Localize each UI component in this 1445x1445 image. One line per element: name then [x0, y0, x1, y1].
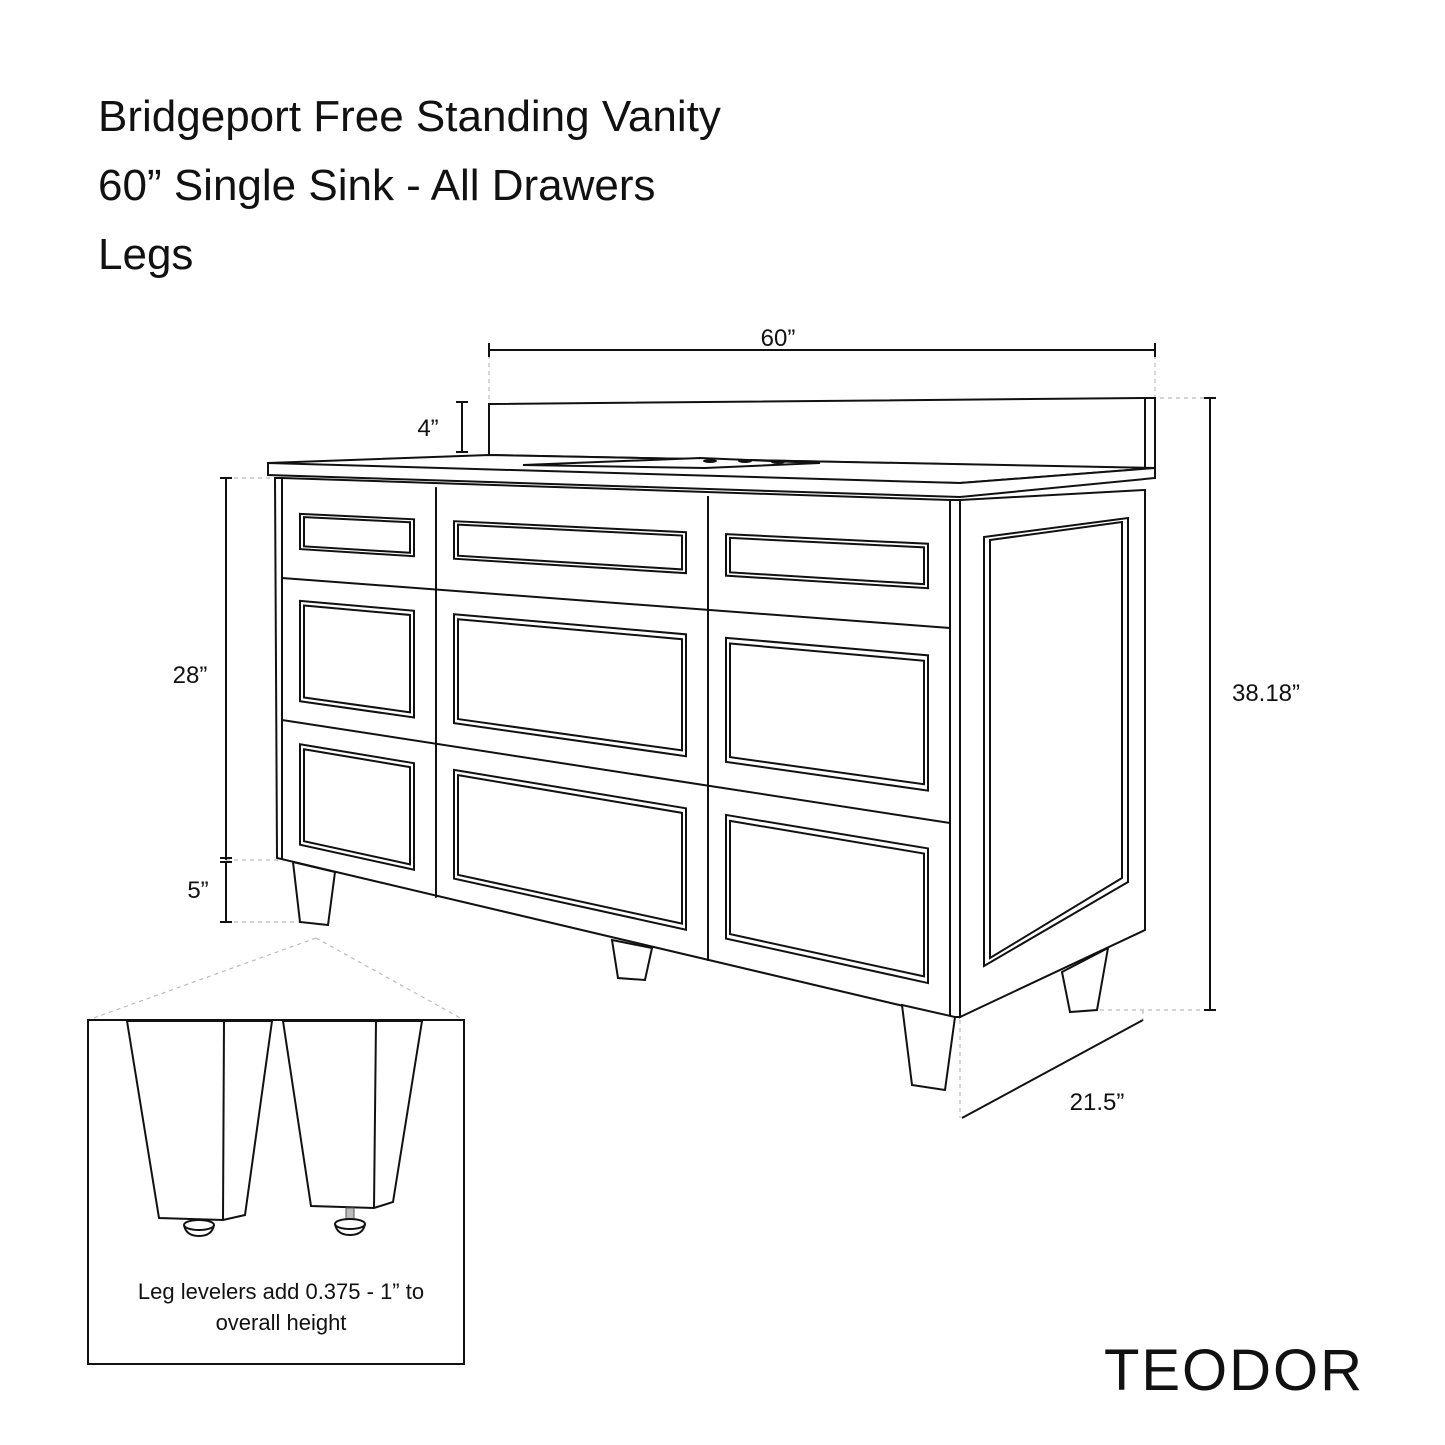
width-label: 60”: [761, 325, 796, 352]
leg-front-left: [291, 860, 337, 927]
drawer-divider: [281, 577, 951, 629]
drawer-front[interactable]: [299, 599, 415, 719]
title-line-1: Bridgeport Free Standing Vanity: [98, 92, 721, 141]
drawer-front[interactable]: [299, 743, 415, 872]
drawer-panel-inset: [303, 604, 411, 714]
drawer-front[interactable]: [453, 613, 687, 758]
dimension-width: 60”: [488, 325, 1156, 357]
dimension-backsplash: 4”: [417, 401, 468, 453]
inset-note-line-2: overall height: [216, 1310, 347, 1335]
drawer-front[interactable]: [725, 533, 929, 590]
cabinet-front: [273, 477, 961, 1018]
drawer-front[interactable]: [725, 636, 929, 792]
backsplash-label: 4”: [417, 415, 438, 442]
depth-label: 21.5”: [1070, 1089, 1125, 1116]
countertop-edge: [267, 461, 1156, 499]
drawer-front[interactable]: [453, 520, 687, 575]
leg-leveler-inset: Leg levelers add 0.375 - 1” to overall h…: [87, 1019, 465, 1365]
leg-front-right: [900, 1003, 957, 1092]
drawer-panel-inset: [303, 748, 411, 866]
drawer-panel-inset: [457, 773, 683, 925]
faucet-holes-icon: [703, 459, 785, 464]
drawer-panel-inset: [457, 618, 683, 752]
leg-detail-right: [281, 1020, 424, 1237]
title-line-3: Legs: [98, 230, 193, 279]
drawer-grid: [281, 487, 951, 985]
dimension-cabinet-height: 28”: [173, 477, 232, 860]
dimension-depth: 21.5”: [961, 1019, 1144, 1119]
inset-note-line-1: Leg levelers add 0.375 - 1” to: [138, 1279, 424, 1304]
drawer-divider: [281, 719, 951, 824]
dimension-leg-height: 5”: [187, 861, 232, 923]
drawer-panel-inset: [729, 819, 925, 978]
brand-logo: TEODOR: [1104, 1338, 1364, 1403]
title-line-2: 60” Single Sink - All Drawers: [98, 161, 656, 210]
leg-back-right: [1060, 946, 1110, 1014]
guide-lines: [87, 355, 1210, 1118]
leg-height-label: 5”: [187, 877, 208, 904]
drawer-front[interactable]: [299, 512, 415, 558]
drawer-panel-inset: [729, 642, 925, 786]
side-panel: [959, 488, 1146, 1019]
drawer-panel-inset: [729, 536, 925, 586]
vanity: [267, 397, 1156, 1092]
leg-front-middle: [610, 938, 654, 982]
drawer-panel-inset: [457, 523, 683, 571]
dimension-overall-height: 38.18”: [1204, 397, 1300, 1011]
cabinet-height-label: 28”: [173, 662, 208, 689]
drawer-front[interactable]: [453, 768, 687, 931]
side-panel-inset: [983, 516, 1129, 968]
drawer-front[interactable]: [725, 813, 929, 985]
overall-height-label: 38.18”: [1232, 680, 1300, 707]
drawer-panel-inset: [303, 516, 411, 554]
leg-detail-left: [125, 1020, 274, 1238]
